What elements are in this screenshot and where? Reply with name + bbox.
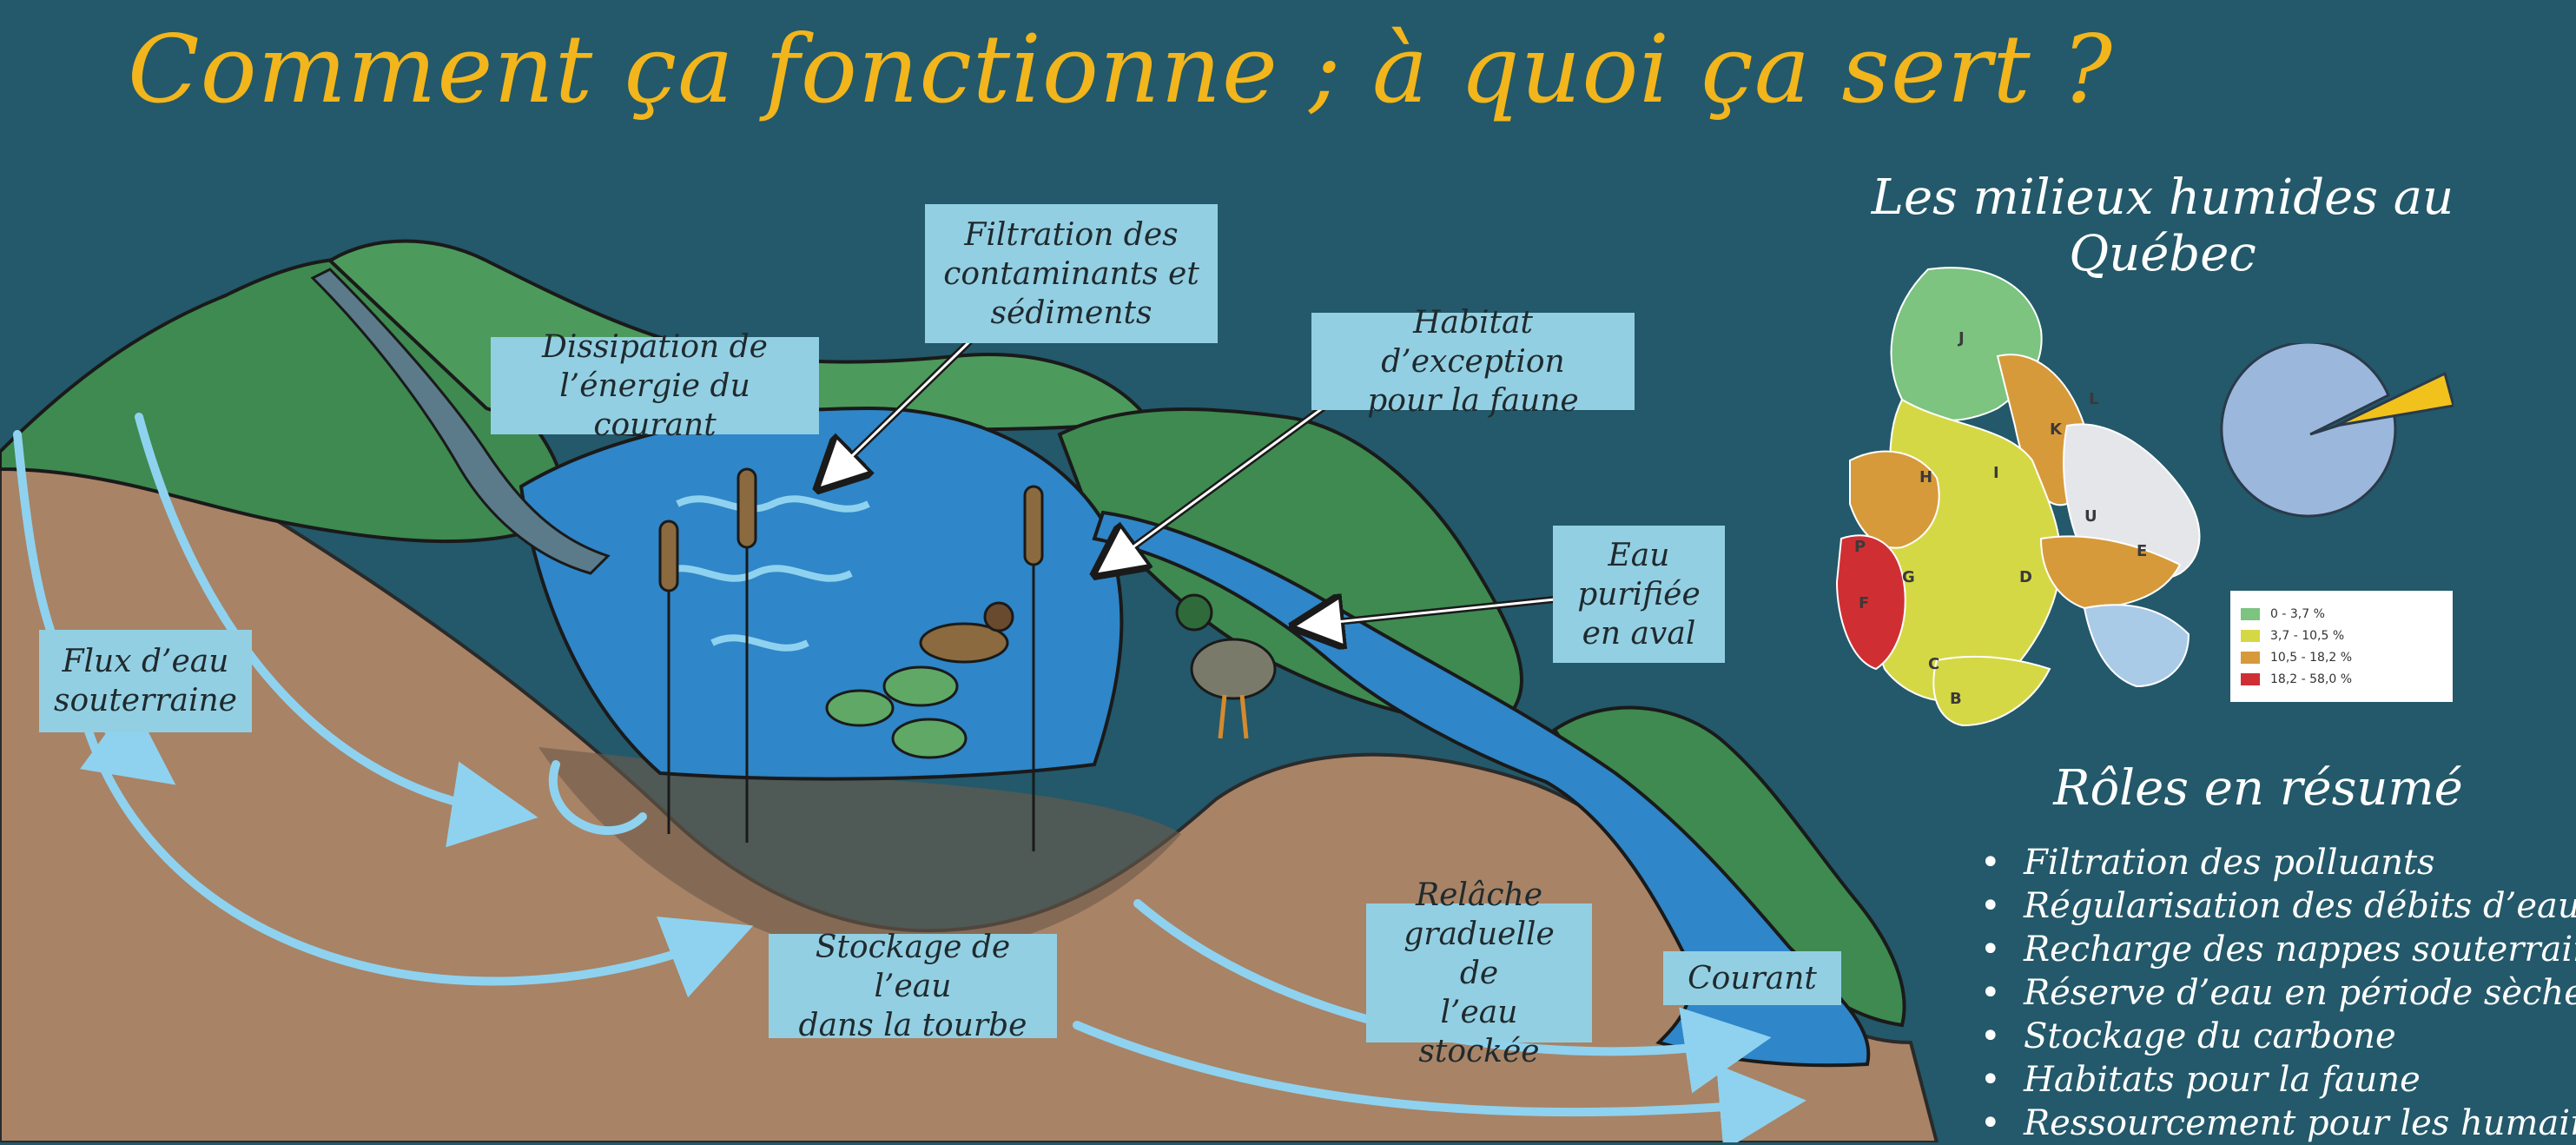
inlet-stream	[310, 268, 611, 575]
list-item: •Stockage du carbone	[1980, 1016, 2396, 1056]
label-habitat: Habitat d’exception pour la faune	[1311, 305, 1635, 419]
label-filtration: Filtration des contaminants et sédiments	[925, 204, 1218, 343]
lily-pad	[891, 718, 968, 759]
map-letter-k: K	[2050, 420, 2063, 439]
legend-label: 18,2 - 58,0 %	[2270, 672, 2353, 686]
list-item: •Réserve d’eau en période sèche	[1980, 973, 2576, 1013]
pie-main	[2220, 343, 2397, 518]
map-letter-h: H	[1919, 468, 1932, 486]
map-region-orange-east	[2039, 535, 2182, 610]
legend-row: 0 - 3,7 %	[2241, 603, 2442, 625]
map-letter-j: J	[1957, 329, 1965, 347]
legend-swatch	[2241, 629, 2260, 642]
legend-swatch	[2241, 651, 2260, 664]
duck-swimming	[919, 601, 1014, 664]
legend-row: 18,2 - 58,0 %	[2241, 668, 2442, 690]
list-item: •Régularisation des débits d’eau	[1980, 886, 2576, 926]
lily-pad	[882, 665, 959, 707]
legend-row: 3,7 - 10,5 %	[2241, 625, 2442, 646]
right-hill	[1057, 407, 1523, 723]
legend-label: 10,5 - 18,2 %	[2270, 650, 2353, 665]
bullet-icon: •	[1980, 1103, 2001, 1143]
label-stockage: Stockage de l’eau dans la tourbe	[769, 930, 1057, 1043]
map-legend: 0 - 3,7 % 3,7 - 10,5 % 10,5 - 18,2 % 18,…	[2230, 591, 2453, 702]
list-item: •Recharge des nappes souterraines	[1980, 930, 2576, 970]
bullet-icon: •	[1980, 973, 2001, 1013]
list-item: •Ressourcement pour les humains!	[1980, 1103, 2576, 1143]
map-region-orange-west	[1849, 450, 1940, 549]
map-letter-d: D	[2019, 568, 2032, 586]
map-letter-b: B	[1950, 690, 1962, 708]
label-courant: Courant	[1663, 951, 1841, 1005]
roles-title: Rôles en résumé	[2053, 760, 2463, 817]
map-letter-c: C	[1928, 655, 1939, 673]
page-title: Comment ça fonctionne ; à quoi ça sert ?	[127, 16, 2114, 124]
duck-standing	[1175, 593, 1277, 739]
label-relache: Relâche graduelle de l’eau stockée	[1366, 877, 1592, 1069]
legend-swatch	[2241, 672, 2260, 685]
legend-label: 0 - 3,7 %	[2270, 606, 2325, 621]
map-letter-p: P	[1854, 538, 1866, 556]
pond-water	[519, 406, 1124, 781]
map-region-red	[1835, 534, 1906, 671]
map-region-yellow-south	[1932, 655, 2051, 727]
map-title: Les milieux humides au Québec	[1871, 169, 2454, 282]
legend-swatch	[2241, 607, 2260, 620]
cattails	[658, 467, 1044, 851]
map-region-blue-estuary	[2083, 604, 2190, 688]
pie-slice	[2335, 371, 2454, 427]
roles-list: •Filtration des polluants •Régularisatio…	[1972, 841, 2576, 1145]
map-letter-e: E	[2137, 542, 2147, 560]
bullet-icon: •	[1980, 1060, 2001, 1100]
quebec-wetlands-map: J L K H I U P G E F D C B	[1835, 267, 2201, 727]
wetland-pie-chart	[2220, 343, 2454, 518]
map-letter-g: G	[1902, 568, 1915, 586]
lily-pad	[825, 689, 895, 727]
label-flux: Flux d’eau souterraine	[39, 630, 252, 732]
map-letter-u: U	[2084, 507, 2097, 526]
bullet-icon: •	[1980, 1016, 2001, 1056]
map-letter-l: L	[2089, 390, 2098, 408]
bullet-icon: •	[1980, 930, 2001, 970]
list-item: •Habitats pour la faune	[1980, 1060, 2421, 1100]
legend-row: 10,5 - 18,2 %	[2241, 646, 2442, 668]
list-item: •Filtration des polluants	[1980, 843, 2435, 883]
peat-pocket	[538, 747, 1181, 957]
bullet-icon: •	[1980, 886, 2001, 926]
label-dissipation: Dissipation de l’énergie du courant	[491, 329, 819, 443]
label-eau-purifiee: Eau purifiée en aval	[1553, 526, 1725, 663]
bullet-icon: •	[1980, 843, 2001, 883]
stream	[1092, 510, 1871, 1068]
legend-label: 3,7 - 10,5 %	[2270, 628, 2345, 643]
map-letter-f: F	[1859, 594, 1869, 612]
map-letter-i: I	[1993, 464, 1999, 482]
